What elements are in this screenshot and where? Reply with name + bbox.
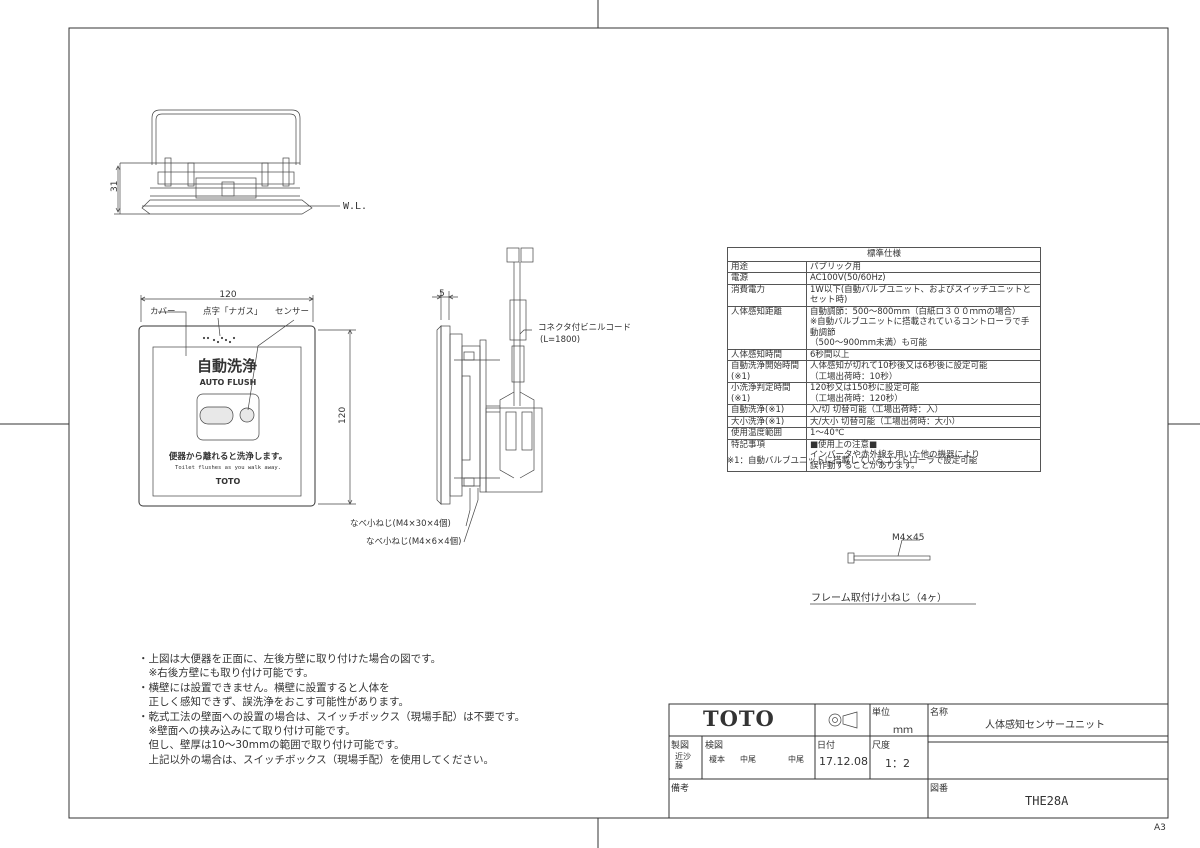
screw-m4x6-label: なべ小ねじ(M4×6×4個) — [366, 536, 461, 547]
note-line: 正しく感知できず、誤洗浄をおこす可能性があります。 — [138, 696, 410, 709]
cord-label: コネクタ付ビニルコード — [538, 322, 631, 333]
spec-header: 標準仕様 — [727, 247, 1041, 262]
spec-line: (※1) — [731, 371, 751, 382]
title-block — [668, 703, 1169, 819]
spec-key: 自動洗浄開始時間(※1) — [727, 360, 807, 383]
spec-line: （工場出荷時：10秒） — [810, 371, 898, 382]
spec-value: 人体感知が切れて10秒後又は6秒後に設定可能（工場出荷時：10秒） — [806, 360, 1041, 383]
scale-value: 1：2 — [885, 757, 910, 770]
remarks-label: 備考 — [671, 784, 690, 794]
cord-length: (L=1800) — [540, 335, 580, 345]
made-names: 近沙藤 — [675, 752, 691, 770]
spec-line: ※自動バルブユニットに搭載されているコントローラで手動調節 — [810, 317, 1030, 338]
spec-line: （工場出荷時：120秒） — [810, 393, 903, 404]
frame-screw-drawing — [847, 539, 931, 564]
note-line: 上記以外の場合は、スイッチボックス（現場手配）を使用してください。 — [138, 753, 495, 766]
drawing-number-label: 図番 — [930, 784, 949, 794]
spec-footnote: ※1：自動バルブユニットに搭載しているコントローラで設定可能 — [727, 456, 978, 466]
note-line: 但し、壁厚は10〜30mmの範囲で取り付け可能です。 — [138, 739, 405, 752]
spec-key: 人体感知時間 — [727, 348, 807, 361]
spec-line: 誤作動することがあります。 — [810, 460, 920, 471]
spec-line: (※1) — [731, 393, 751, 404]
spec-key: 人体感知距離 — [727, 305, 807, 350]
check-name: 中尾 — [740, 755, 756, 764]
spec-line: 120秒又は150秒に設定可能 — [810, 383, 919, 393]
unit-value: ｍｍ — [893, 725, 913, 736]
dim-120-height: 120 — [338, 407, 348, 424]
panel-message-en: Toilet flushes as you walk away. — [175, 465, 281, 471]
spec-key: 消費電力 — [727, 283, 807, 307]
check-label: 検図 — [705, 741, 724, 751]
spec-value: 120秒又は150秒に設定可能（工場出荷時：120秒） — [806, 382, 1041, 405]
made-name: 藤 — [675, 761, 683, 770]
spec-line: 小洗浄判定時間 — [731, 383, 791, 393]
note-line: ※壁面への挟み込みにて取り付け可能です。 — [138, 725, 356, 738]
spec-value: パブリック用 — [806, 260, 1041, 273]
spec-value: ■使用上の注意■インバータや赤外線を用いた他の機器により誤作動することがあります… — [806, 438, 1041, 472]
braille-label: 点字「ナガス」 — [203, 306, 263, 317]
spec-key: 電源 — [727, 272, 807, 285]
spec-line: 自動調節：500〜800mm（白紙ロ３００ｍｍの場合） — [810, 306, 1021, 317]
spec-value: AC100V(50/60Hz) — [806, 272, 1041, 285]
frame-screw-label: フレーム取付け小ねじ（4ヶ） — [811, 591, 947, 604]
screw-m4x30-label: なべ小ねじ(M4×30×4個) — [350, 518, 451, 529]
drawing-number: THE28A — [1025, 794, 1069, 808]
scale-label: 尺度 — [872, 741, 891, 751]
note-line: ・上図は大便器を正面に、左後方壁に取り付けた場合の図です。 — [138, 653, 442, 665]
spec-key: 特記事項 — [727, 438, 807, 472]
made-label: 製図 — [671, 741, 690, 751]
sensor-label: センサー — [275, 307, 309, 317]
drawing-frame — [68, 27, 1169, 819]
spec-line: ■使用上の注意■ — [810, 439, 878, 450]
note-line: ※右後方壁にも取り付け可能です。 — [138, 667, 314, 680]
spec-key: 大小洗浄(※1) — [727, 415, 807, 428]
dim-120-width: 120 — [219, 290, 236, 300]
dim-31: 31 — [110, 181, 120, 192]
dim-5: 5 — [439, 289, 445, 299]
spec-line: 人体感知が切れて10秒後又は6秒後に設定可能 — [810, 361, 988, 371]
note-line: ・横壁には設置できません。横壁に設置すると人体を — [138, 681, 390, 694]
spec-value: 自動調節：500〜800mm（白紙ロ３００ｍｍの場合）※自動バルブユニットに搭載… — [806, 305, 1041, 350]
panel-message-jp: 便器から離れると洗浄します。 — [169, 451, 287, 462]
top-view — [114, 109, 340, 215]
sheet-size: A3 — [1154, 823, 1166, 833]
spec-value: 1〜40℃ — [806, 427, 1041, 440]
side-view — [432, 247, 543, 543]
spec-line: インバータや赤外線を用いた他の機器により — [810, 450, 980, 460]
panel-title: 自動洗浄 — [197, 357, 257, 375]
spec-line: 自動洗浄開始時間 — [731, 361, 800, 371]
unit-label: 単位 — [872, 708, 891, 718]
note-line: ・乾式工法の壁面への設置の場合は、スイッチボックス（現場手配）は不要です。 — [138, 710, 526, 723]
panel-brand: TOTO — [216, 477, 241, 486]
spec-value: 大/大小 切替可能（工場出荷時：大小） — [806, 415, 1041, 428]
spec-value: 1W以下(自動バルブユニット、およびスイッチユニットとセット時) — [806, 283, 1041, 307]
front-view — [138, 295, 356, 507]
date-value: 17.12.08 — [819, 755, 868, 768]
spec-key: 小洗浄判定時間(※1) — [727, 382, 807, 405]
check-name: 中尾 — [788, 755, 804, 764]
toto-logo: TOTO — [703, 706, 775, 731]
spec-value: 入/切 切替可能（工場出荷時：入） — [806, 404, 1041, 417]
cover-label: カバー — [150, 307, 176, 317]
wl-label: W.L. — [343, 201, 367, 212]
spec-key: 自動洗浄(※1) — [727, 404, 807, 417]
spec-key: 用途 — [727, 260, 807, 273]
check-name: 榎本 — [709, 755, 725, 764]
spec-line: （500〜900mm未満）も可能 — [810, 338, 928, 348]
spec-value: 6秒間以上 — [806, 348, 1041, 361]
screw-m4x45-label: M4×45 — [892, 533, 924, 543]
made-name: 近沙 — [675, 752, 691, 761]
panel-subtitle: AUTO FLUSH — [200, 378, 257, 387]
name-label: 名称 — [930, 708, 949, 718]
spec-key: 使用温度範囲 — [727, 427, 807, 440]
installation-notes: ・上図は大便器を正面に、左後方壁に取り付けた場合の図です。 ※右後方壁にも取り付… — [138, 652, 608, 767]
product-name: 人体感知センサーユニット — [985, 720, 1105, 731]
date-label: 日付 — [817, 741, 836, 751]
